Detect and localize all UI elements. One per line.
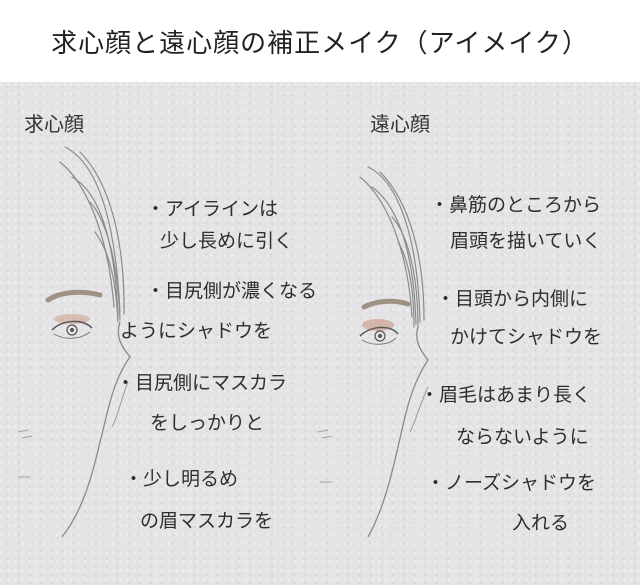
left-iris <box>66 324 78 336</box>
page-title: 求心顔と遠心顔の補正メイク（アイメイク） <box>51 28 589 59</box>
right-face-inner-contour <box>409 386 429 433</box>
right-eye-lower <box>361 337 397 345</box>
face-sketch-illustration <box>17 146 429 538</box>
right-note-5: ・眉毛はあまり長く <box>420 384 592 406</box>
left-note-5: ・目尻側にマスカラ <box>116 372 288 394</box>
right-note-8: 入れる <box>512 512 570 534</box>
left-face-heading: 求心顔 <box>24 112 84 136</box>
left-note-2: 少し長めに引く <box>160 230 294 252</box>
right-note-1: ・鼻筋のところから <box>430 194 602 216</box>
right-eye-upper <box>359 326 399 337</box>
left-note-6: をしっかりと <box>150 412 265 434</box>
right-note-7: ・ノーズシャドウを <box>426 472 597 494</box>
right-eyebrow <box>361 298 411 310</box>
left-note-1: ・アイラインは <box>146 198 279 220</box>
left-note-7: ・少し明るめ <box>124 468 239 490</box>
right-hair-strands <box>359 166 425 328</box>
right-face-contour <box>367 326 429 538</box>
right-face-heading: 遠心顔 <box>370 112 430 136</box>
left-note-8: の眉マスカラを <box>140 510 274 532</box>
left-nose-mark <box>17 429 33 439</box>
right-note-6: ならないように <box>456 426 589 448</box>
left-note-4: ようにシャドウを <box>120 320 273 342</box>
left-face-contour <box>61 321 131 538</box>
left-face-inner-contour <box>111 381 129 428</box>
right-nose-mark <box>317 429 333 439</box>
sketch-paper: 求心顔 遠心顔 ・アイラインは 少し長めに引く ・目尻側が濃くなる ようにシャド… <box>0 82 640 585</box>
right-note-4: かけてシャドウを <box>450 326 603 348</box>
left-note-3: ・目尻側が濃くなる <box>146 280 318 302</box>
right-eyeshadow <box>362 319 394 331</box>
header: 求心顔と遠心顔の補正メイク（アイメイク） <box>0 0 640 82</box>
right-note-3: ・目頭から内側に <box>436 288 589 310</box>
left-eye-upper <box>51 320 93 331</box>
left-eyebrow <box>45 289 103 303</box>
right-note-2: 眉頭を描いていく <box>450 230 602 252</box>
left-eye-lower <box>53 331 91 339</box>
right-iris <box>374 330 386 342</box>
left-hair-strands <box>59 146 125 323</box>
